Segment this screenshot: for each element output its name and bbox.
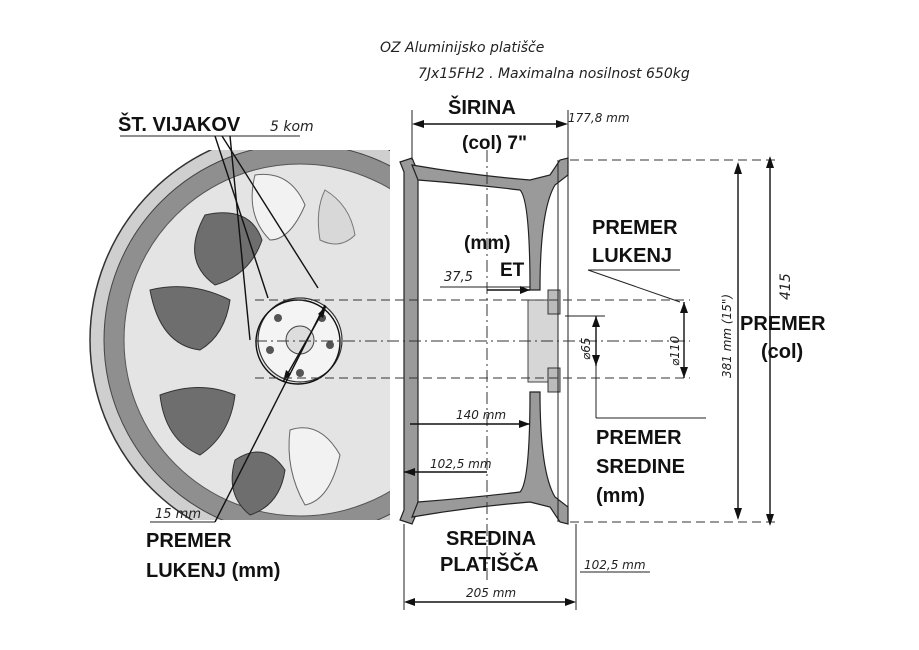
center-title-2: PLATIŠČA [440, 552, 539, 576]
bolt-circle-title-1: PREMER [592, 217, 678, 239]
bore-dimensions [565, 269, 706, 419]
center-bore-title-1: PREMER [596, 427, 682, 449]
bolts-title: ŠT. VIJAKOV [118, 112, 241, 136]
hole-dia-value: 15 mm [155, 507, 201, 522]
dim-140: 140 mm [456, 408, 506, 422]
bore-65: ⌀65 [579, 338, 593, 361]
rim-dia-415: 415 [778, 273, 794, 300]
et-dimension [440, 286, 530, 294]
pcd-110: ⌀110 [668, 336, 682, 366]
wheel-front-view [89, 150, 390, 520]
dim-1025-left: 102,5 mm [430, 457, 492, 471]
hole-dia-title-2: LUKENJ (mm) [146, 560, 280, 582]
diameter-dimensions [734, 156, 774, 526]
width-dimension [411, 110, 569, 160]
width-title: ŠIRINA [448, 95, 516, 119]
dim-205: 205 mm [466, 586, 516, 600]
hole-dia-title-1: PREMER [146, 530, 232, 552]
diameter-title-1: PREMER [740, 313, 826, 335]
bolt-circle-title-2: LUKENJ [592, 245, 672, 267]
center-title-1: SREDINA [446, 528, 536, 550]
rim-dia-381: 381 mm (15") [720, 294, 734, 378]
diameter-title-2: (col) [761, 341, 803, 363]
width-unit: (col) 7" [462, 133, 527, 154]
mm-label: (mm) [464, 233, 510, 254]
header-line-1: OZ Aluminijsko platišče [380, 40, 544, 56]
depth-dimensions [403, 420, 650, 610]
bolts-leaders [120, 135, 319, 341]
header-line-2: 7Jx15FH2 . Maximalna nosilnost 650kg [418, 66, 690, 82]
center-bore-title-2: SREDINE [596, 456, 685, 478]
et-value: 37,5 [444, 270, 473, 285]
et-label: ET [500, 260, 525, 281]
center-bore-title-3: (mm) [596, 485, 645, 507]
axis-lines [255, 150, 780, 580]
bolts-value: 5 kom [270, 119, 314, 135]
dim-1025-right: 102,5 mm [584, 558, 646, 572]
width-mm: 177,8 mm [568, 111, 630, 125]
